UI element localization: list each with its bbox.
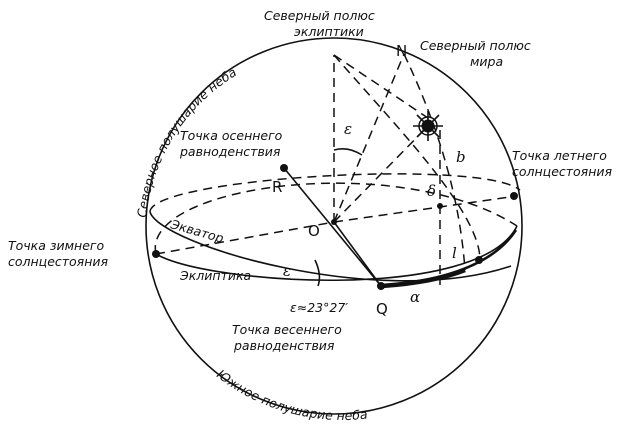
point-q-label: Q: [376, 300, 388, 318]
equinox-line: [283, 167, 382, 287]
epsilon-mid-label: ε: [283, 262, 291, 280]
right-ascension-arc: [381, 267, 466, 289]
winter-point-dot: [152, 250, 160, 258]
l-label: l: [452, 244, 457, 262]
b-label: b: [456, 148, 466, 166]
equator-back: [154, 182, 518, 255]
sun-icon: [413, 111, 443, 141]
celestial-axis: [333, 53, 405, 223]
winter-point-label-2: солнцестояния: [8, 254, 108, 269]
ecliptic-label: Эклиптика: [179, 268, 251, 283]
obliquity-value-label: ε≈23°27′: [290, 300, 348, 315]
sun-radius: [333, 125, 429, 223]
point-n-label: N: [396, 42, 407, 60]
pole-link: [333, 54, 429, 119]
alpha-label: α: [410, 288, 420, 306]
summer-point-label-1: Точка летнего: [512, 148, 607, 163]
south-hemisphere-label: Южное полушарие неба: [214, 366, 368, 423]
celestial-sphere-outline: [145, 37, 523, 415]
point-r-label: R: [272, 178, 282, 196]
summer-point-dot: [510, 192, 518, 200]
spring-point-label-1: Точка весеннего: [232, 322, 342, 337]
spring-point-dot: [377, 282, 385, 290]
radius-to-equinox: [333, 221, 382, 287]
autumn-point-label-2: равноденствия: [179, 144, 281, 159]
epsilon-top-arc: [333, 148, 363, 156]
ecliptic-back: [149, 173, 521, 213]
celestial-pole-label-2: мира: [470, 54, 503, 69]
autumn-point-dot: [280, 164, 288, 172]
summer-point-label-2: солнцестояния: [512, 164, 612, 179]
equator-label: Экватор: [168, 216, 225, 246]
epsilon-top-label: ε: [344, 120, 352, 138]
spring-point-label-2: равноденствия: [233, 338, 335, 353]
ecliptic-pole-label-1: Северный полюс: [264, 8, 375, 23]
solstice-line-right: [333, 195, 518, 223]
winter-point-label-1: Точка зимнего: [8, 238, 104, 253]
autumn-point-label-1: Точка осеннего: [180, 128, 283, 143]
celestial-pole-label-1: Северный полюс: [420, 38, 531, 53]
declination-foot-dot: [437, 203, 443, 209]
ecliptic-point-dot: [475, 256, 483, 264]
center-dot: [331, 219, 337, 225]
delta-label: δ: [427, 182, 436, 200]
equator-front: [155, 225, 518, 282]
ecliptic-meridian: [333, 54, 481, 261]
ecliptic-front: [149, 211, 512, 282]
ecliptic-pole-label-2: эклиптики: [294, 24, 364, 39]
solstice-line: [155, 221, 335, 255]
hour-circle: [403, 53, 466, 271]
point-o-label: O: [308, 222, 320, 240]
epsilon-mid-arc: [314, 259, 321, 287]
